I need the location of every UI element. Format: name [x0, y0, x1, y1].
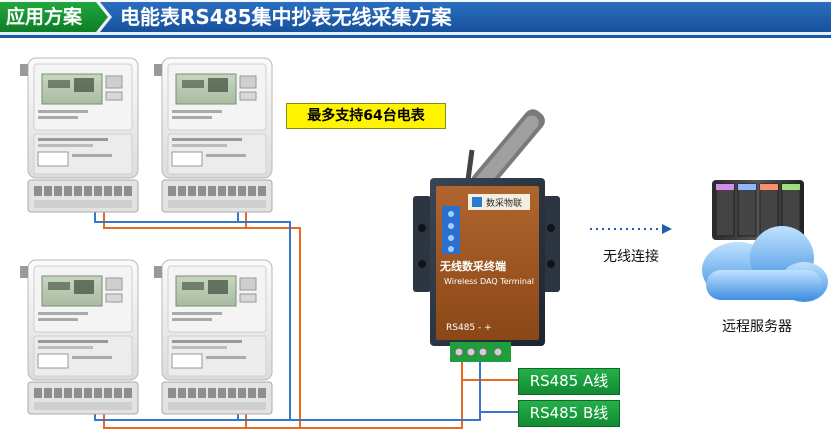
electric-meter [27, 57, 139, 213]
meter-clip [20, 64, 162, 278]
server-label: 远程服务器 [722, 319, 792, 335]
header-tag: 应用方案 [0, 2, 108, 32]
wireless-label: 无线连接 [603, 249, 659, 265]
electric-meter [161, 259, 273, 415]
rs485-b-label: RS485 B线 [518, 400, 620, 427]
header-divider [0, 35, 831, 38]
max-meters-label: 最多支持64台电表 [286, 103, 446, 129]
rs485-a-label: RS485 A线 [518, 368, 620, 395]
page-title: 电能表RS485集中抄表无线采集方案 [100, 2, 831, 32]
electric-meter [161, 57, 273, 213]
diagram: 数采物联 无线数采终端 Wireless DAQ Terminal RS485 … [20, 57, 828, 429]
electric-meter [27, 259, 139, 415]
terminal-port-label: RS485 - + [446, 323, 492, 333]
terminal-name-en: Wireless DAQ Terminal [444, 277, 534, 286]
terminal-logo: 数采物联 [486, 197, 522, 209]
remote-server-icon [702, 180, 828, 302]
wireless-daq-terminal: 数采物联 无线数采终端 Wireless DAQ Terminal RS485 … [413, 109, 560, 362]
rs485-wires [94, 205, 518, 429]
header: 应用方案 电能表RS485集中抄表无线采集方案 [0, 0, 831, 38]
terminal-name-cn: 无线数采终端 [439, 259, 506, 273]
